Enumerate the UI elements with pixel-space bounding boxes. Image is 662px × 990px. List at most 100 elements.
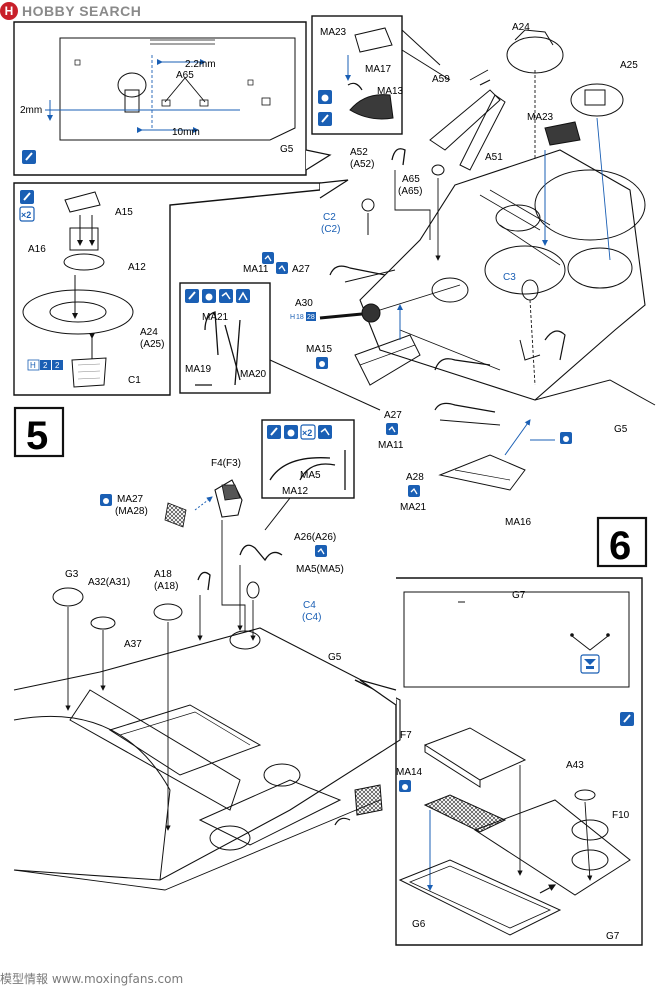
label-a52-alt: (A52) (350, 159, 374, 170)
paint-code-h2: H 2 2 (27, 359, 63, 371)
label-f7: F7 (400, 730, 412, 741)
drop-icon (284, 425, 298, 439)
drop-icon (100, 494, 112, 506)
svg-text:5: 5 (26, 414, 48, 458)
svg-text:2: 2 (55, 361, 60, 370)
glue-icon (620, 712, 634, 726)
dim-2-2mm: 2.2mm (185, 59, 216, 70)
detail-box-ma21: MA21 MA19 MA20 (179, 282, 381, 411)
bend-icon (315, 545, 327, 557)
svg-text:×2: ×2 (21, 210, 31, 220)
label-g5: G5 (614, 424, 628, 435)
drop-icon (316, 357, 328, 369)
label-g5: G5 (280, 144, 294, 155)
label-ma11: MA11 (243, 264, 269, 275)
label-ma15: MA15 (306, 344, 333, 355)
label-ma12: MA12 (282, 486, 309, 497)
moxingfans-watermark: 模型情報 www.moxingfans.com (0, 972, 184, 986)
glue-icon (185, 289, 199, 303)
label-c1: C1 (128, 375, 141, 386)
label-c4-alt: (C4) (302, 612, 321, 623)
label-ma11-lower: MA11 (378, 440, 404, 451)
label-a65: A65 (402, 174, 420, 185)
glue-icon (267, 425, 281, 439)
detail-box-a15: A15 A16 A12 A24 (A25) C1 ×2 H 2 2 (13, 179, 349, 396)
quantity-x2-icon: ×2 (19, 206, 35, 222)
label-a51: A51 (485, 152, 503, 163)
label-ma16: MA16 (505, 517, 532, 528)
label-ma13: MA13 (377, 86, 404, 97)
step6-hull-assembly: F4(F3) MA27 (MA28) A26(A26) MA5(MA5) A18… (13, 458, 401, 891)
label-ma27: MA27 (117, 494, 144, 505)
svg-text:2: 2 (43, 361, 48, 370)
bend-icon (276, 262, 288, 274)
label-g7: G7 (606, 931, 620, 942)
label-a25: A25 (620, 60, 638, 71)
glue-icon (318, 112, 332, 126)
svg-text:×2: ×2 (302, 428, 312, 438)
label-a25: (A25) (140, 339, 164, 350)
label-a65-alt: (A65) (398, 186, 422, 197)
label-a18: A18 (154, 569, 172, 580)
drop-icon (399, 780, 411, 792)
svg-text:18: 18 (296, 314, 304, 321)
svg-text:H: H (290, 314, 295, 321)
bend-icon (386, 423, 398, 435)
label-ma17: MA17 (365, 64, 392, 75)
label-a15: A15 (115, 207, 133, 218)
label-g3: G3 (65, 569, 79, 580)
step-number-5: 5 (13, 406, 65, 458)
dim-2mm: 2mm (20, 105, 42, 116)
label-ma28: (MA28) (115, 506, 148, 517)
fold-icon (236, 289, 250, 303)
label-c2-alt: (C2) (321, 224, 340, 235)
bend-icon (318, 425, 332, 439)
label-ma23: MA23 (527, 112, 554, 123)
label-a43: A43 (566, 760, 584, 771)
bend-icon (219, 289, 233, 303)
quantity-x2-icon: ×2 (300, 424, 316, 440)
detail-box-ma23: MA23 MA17 MA13 (311, 15, 451, 135)
label-f10: F10 (612, 810, 630, 821)
label-a52: A52 (350, 147, 368, 158)
label-g6: G6 (412, 919, 426, 930)
detail-box-ma5: MA5 MA12 ×2 (261, 419, 355, 531)
label-a65: A65 (176, 70, 194, 81)
detail-box-g7: G7 F7 MA14 A43 F10 G6 G7 (354, 577, 643, 946)
label-g5: G5 (328, 652, 342, 663)
drop-icon (202, 289, 216, 303)
step-number-6: 6 (596, 516, 648, 568)
svg-text:H: H (30, 361, 36, 370)
step5-hull-assembly: A24 A25 MA23 A59 A51 A52 (A52) A65 (A65)… (243, 22, 656, 528)
label-a12: A12 (128, 262, 146, 273)
label-a28: A28 (406, 472, 424, 483)
label-a27-lower: A27 (384, 410, 402, 421)
bend-icon (262, 252, 274, 264)
label-ma5: MA5 (300, 470, 321, 481)
label-a27: A27 (292, 264, 310, 275)
label-a18-alt: (A18) (154, 581, 178, 592)
label-a24: A24 (140, 327, 158, 338)
svg-text:6: 6 (609, 524, 631, 568)
label-ma19: MA19 (185, 364, 212, 375)
bend-icon (408, 485, 420, 497)
detail-box-dimensions: 2.2mm 2mm 10mm A65 G5 (13, 21, 332, 176)
glue-icon (20, 190, 34, 204)
glue-icon (22, 150, 36, 164)
hobby-search-brand: HOBBY SEARCH (22, 3, 142, 19)
label-a32: A32(A31) (88, 577, 130, 588)
dim-10mm: 10mm (172, 127, 200, 138)
label-ma21: MA21 (400, 502, 427, 513)
drop-icon (560, 432, 572, 444)
label-ma5: MA5(MA5) (296, 564, 344, 575)
label-ma23: MA23 (320, 27, 347, 38)
label-ma14: MA14 (396, 767, 423, 778)
label-ma21: MA21 (202, 312, 229, 323)
label-a24: A24 (512, 22, 530, 33)
label-g7-top: G7 (512, 590, 526, 601)
drill-hole-icon (580, 654, 600, 674)
hobby-search-logo-icon: H (0, 2, 18, 20)
glue-icon (318, 90, 332, 104)
